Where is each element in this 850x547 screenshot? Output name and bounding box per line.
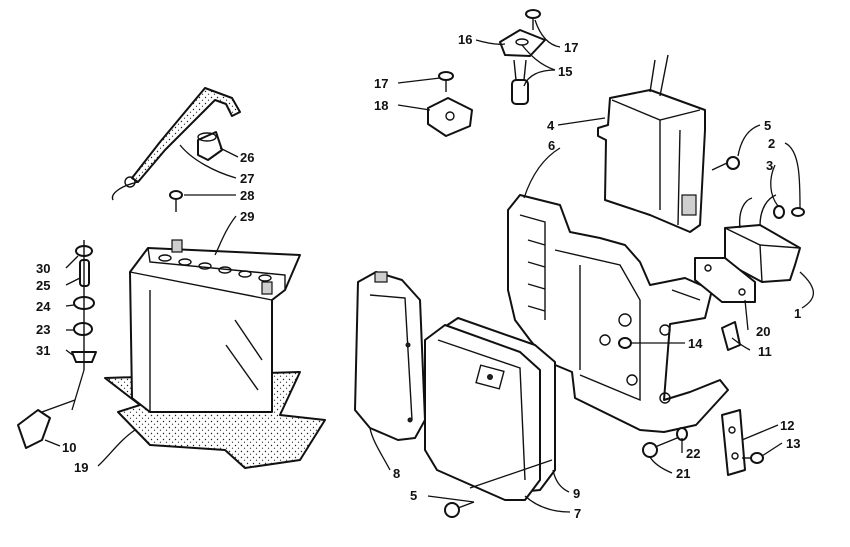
callout-4: 4 [547, 118, 555, 133]
connector-hardware [427, 9, 546, 137]
callout-7: 7 [574, 506, 581, 521]
callout-29: 29 [240, 209, 254, 224]
terminal-boot [17, 399, 76, 449]
cover-icon [354, 271, 426, 441]
terminal-cap [197, 131, 223, 161]
callout-28: 28 [240, 188, 254, 203]
terminal-hardware-stack [71, 240, 97, 370]
callout-5a: 5 [764, 118, 771, 133]
callout-20: 20 [756, 324, 770, 339]
callout-3: 3 [766, 158, 773, 173]
callout-22: 22 [686, 446, 700, 461]
callout-15: 15 [558, 64, 572, 79]
callout-13: 13 [786, 436, 800, 451]
callout-26: 26 [240, 150, 254, 165]
leader-lines [44, 19, 815, 513]
callout-18: 18 [374, 98, 388, 113]
electrical-box-front [424, 324, 541, 501]
callout-17b: 17 [374, 76, 388, 91]
callout-2: 2 [768, 136, 775, 151]
callout-24: 24 [36, 299, 51, 314]
wire-clip [721, 321, 741, 351]
callout-9: 9 [573, 486, 580, 501]
relay-module [724, 194, 801, 283]
callout-27: 27 [240, 171, 254, 186]
control-module-icon [597, 54, 706, 233]
callout-31: 31 [36, 343, 50, 358]
callout-labels: 1 2 3 4 5 6 7 8 9 10 11 12 13 14 15 16 1… [36, 32, 801, 521]
battery-icon [129, 239, 301, 413]
callout-16: 16 [458, 32, 472, 47]
connector-clip [721, 409, 746, 476]
callout-5b: 5 [410, 488, 417, 503]
callout-30: 30 [36, 261, 50, 276]
callout-25: 25 [36, 278, 50, 293]
callout-8: 8 [393, 466, 400, 481]
callout-19: 19 [74, 460, 88, 475]
callout-21: 21 [676, 466, 690, 481]
callout-6: 6 [548, 138, 555, 153]
screw-icon [169, 190, 183, 212]
screw-icon [444, 156, 805, 518]
callout-10: 10 [62, 440, 76, 455]
callout-12: 12 [780, 418, 794, 433]
gasket-plate [694, 257, 756, 303]
callout-17a: 17 [564, 40, 578, 55]
callout-11: 11 [758, 344, 772, 359]
callout-23: 23 [36, 322, 50, 337]
callout-1: 1 [794, 306, 801, 321]
callout-14: 14 [688, 336, 703, 351]
battery-strap [111, 87, 241, 201]
